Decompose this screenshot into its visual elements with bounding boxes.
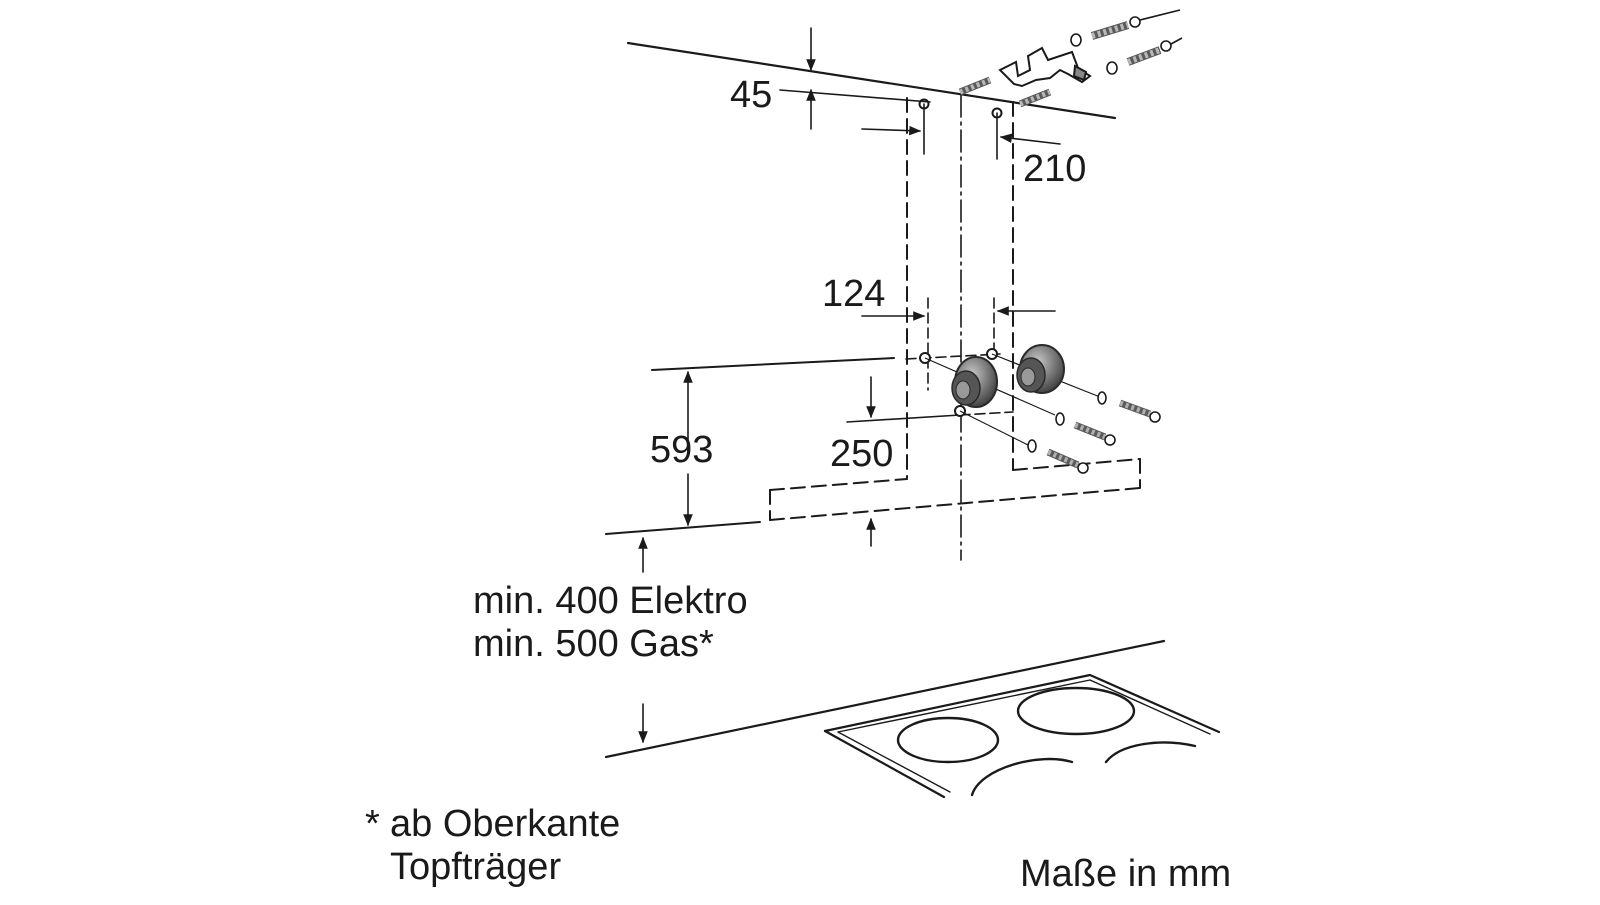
dim-label-45: 45 — [730, 74, 773, 116]
anchor-set-3 — [1028, 440, 1088, 473]
top-anchor-3 — [960, 80, 1050, 104]
hood-top-line — [652, 358, 894, 370]
mounting-bracket-icon — [1000, 48, 1090, 86]
dim-label-124: 124 — [822, 273, 886, 315]
dim-label-210: 210 — [1023, 148, 1087, 190]
min-electric-label: min. 400 Elektro — [473, 580, 748, 622]
top-anchor-2 — [1107, 38, 1182, 74]
dim-label-593: 593 — [650, 429, 714, 471]
top-anchor-1 — [1071, 10, 1180, 46]
fan-motor-icon — [952, 345, 1064, 407]
dimension-45 — [780, 28, 930, 129]
hood-bottom-line — [606, 522, 760, 534]
units-label: Maße in mm — [1020, 853, 1232, 895]
anchor-set-1 — [1098, 392, 1160, 422]
ceiling-line — [628, 43, 1115, 118]
dim-label-250: 250 — [830, 433, 894, 475]
hob-edge-line — [606, 641, 1164, 757]
dimension-124 — [862, 298, 1055, 390]
anchor-set-2 — [1056, 413, 1115, 445]
min-gas-label: min. 500 Gas* — [473, 623, 714, 665]
chimney-outline — [907, 98, 1013, 478]
cooktop-icon — [825, 675, 1219, 797]
top-anchors — [960, 10, 1182, 104]
fan-motor-left — [952, 357, 997, 407]
footnote-line1: ab Oberkante — [390, 803, 621, 845]
fan-motor-right — [1017, 345, 1064, 393]
wall-plug-screw-icon — [1028, 392, 1160, 473]
footnote-line2: Topfträger — [390, 846, 562, 888]
top-holes — [862, 100, 1060, 160]
footnote-marker: * — [365, 803, 380, 845]
